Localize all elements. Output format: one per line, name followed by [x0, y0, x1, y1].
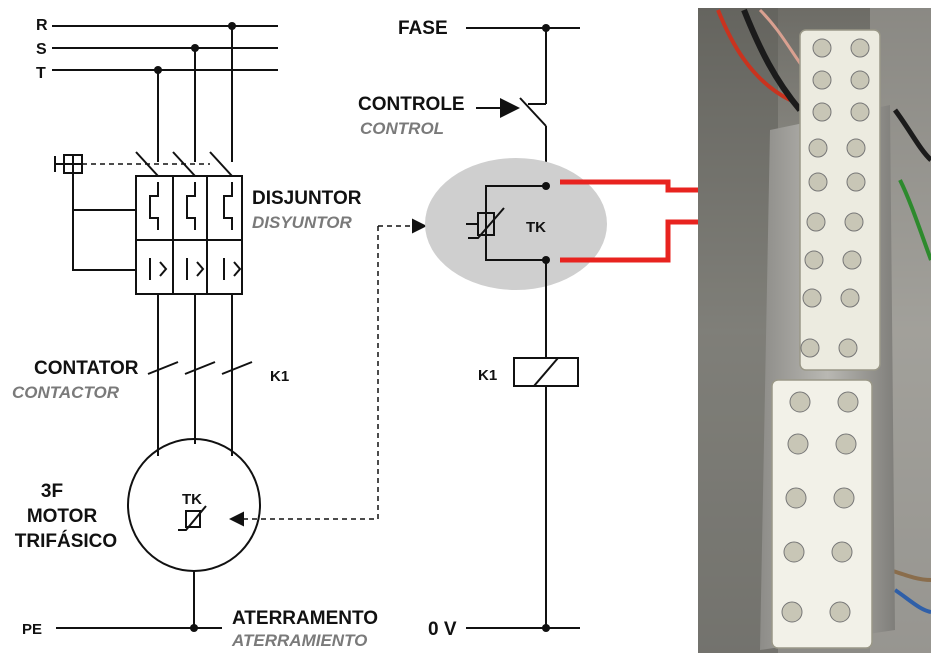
coil-k1: [513, 357, 579, 387]
breaker: [135, 175, 243, 295]
terminal-strip-upper: [799, 29, 881, 371]
contactor-label-es: CONTACTOR: [12, 383, 120, 402]
contactor-tag: K1: [270, 368, 289, 385]
phase-s-label: S: [36, 41, 47, 58]
ground-label: ATERRAMENTO: [232, 608, 378, 629]
thermal-tag: TK: [526, 219, 546, 236]
breaker-label: DISJUNTOR: [252, 188, 362, 209]
power-circuit: R S T: [12, 17, 427, 650]
phase-t-label: T: [36, 65, 46, 82]
breaker-operator: [54, 154, 210, 174]
phase-r-label: R: [36, 17, 48, 34]
thermal-relay-highlight: [425, 158, 607, 290]
breaker-label-es: DISYUNTOR: [252, 213, 353, 232]
contactor-label: CONTATOR: [34, 358, 139, 379]
motor-label-line-3: TRIFÁSICO: [15, 530, 117, 552]
coil-tag: K1: [478, 367, 497, 384]
neutral-label: 0 V: [428, 619, 457, 640]
terminal-block-photo: [698, 8, 931, 653]
motor-thermistor-icon: [178, 505, 207, 531]
motor-label-line-1: 3F: [41, 481, 63, 502]
control-label: CONTROLE: [358, 94, 465, 115]
motor-sensor-tag: TK: [182, 491, 202, 508]
motor-label-line-2: MOTOR: [27, 506, 98, 527]
thermistor-icon: [466, 207, 505, 239]
control-circuit: FASE CONTROLE CONTROL TK: [358, 18, 784, 640]
phase-label: FASE: [398, 18, 448, 39]
motor: TK: [127, 438, 261, 572]
control-label-es: CONTROL: [360, 119, 444, 138]
thermal-relay: TK: [466, 182, 550, 264]
ground-tag: PE: [22, 621, 42, 638]
terminal-strip-lower: [771, 379, 873, 649]
ground-label-es: ATERRAMIENTO: [231, 631, 367, 650]
motor-sensor-link: [229, 226, 379, 527]
